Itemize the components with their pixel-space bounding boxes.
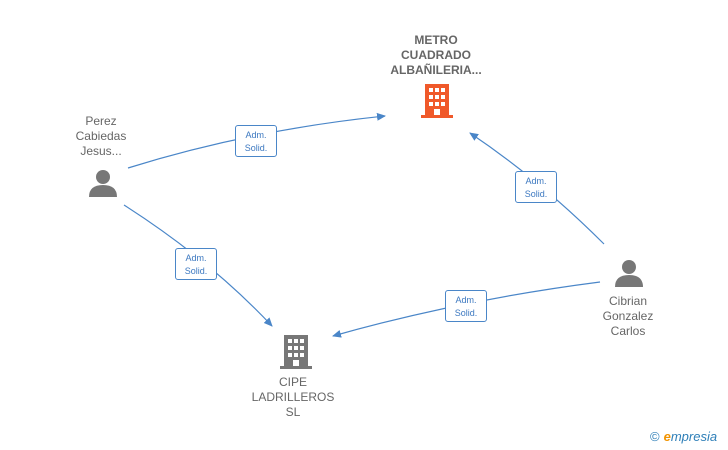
node-label-line: ALBAÑILERIA... [390,63,482,77]
edge-badge-line: Adm. [245,130,267,140]
building-icon[interactable] [421,84,453,118]
node-label-line: SL [285,405,301,419]
person-icon[interactable] [614,259,644,287]
node-label-cibrian-gonzalez[interactable]: Cibrian Gonzalez Carlos [588,294,668,339]
copyright-symbol: © [650,429,660,444]
edge-badge-perez-metro[interactable]: Adm. Solid. [235,125,277,157]
node-label-line: Jesus... [80,144,122,158]
node-label-line: Carlos [610,324,646,338]
edge-badge-line: Adm. [525,176,547,186]
edge-badge-cibrian-cipe[interactable]: Adm. Solid. [445,290,487,322]
node-label-line: METRO [414,33,458,47]
edge-badge-line: Solid. [524,189,548,199]
node-label-line: Perez [85,114,117,128]
edge-badge-cibrian-metro[interactable]: Adm. Solid. [515,171,557,203]
edge-badge-line: Solid. [244,143,268,153]
edge-badge-line: Solid. [454,308,478,318]
person-icon[interactable] [88,169,118,197]
brand-name: mpresia [670,429,718,444]
edge-badge-perez-cipe[interactable]: Adm. Solid. [175,248,217,280]
node-label-line: CUADRADO [401,48,471,62]
node-label-perez-cabiedas[interactable]: Perez Cabiedas Jesus... [60,114,142,159]
node-label-line: Gonzalez [602,309,654,323]
edge-badge-line: Adm. [455,295,477,305]
brand-initial: e [663,429,671,444]
edge-badge-line: Adm. [185,253,207,263]
node-label-line: CIPE [278,375,307,389]
node-label-cipe-ladrilleros[interactable]: CIPE LADRILLEROS SL [240,375,346,420]
node-label-line: Cabiedas [75,129,127,143]
brand-logo: ©empresia [650,429,717,444]
building-icon[interactable] [280,335,312,369]
edge-badge-line: Solid. [184,266,208,276]
node-label-line: Cibrian [608,294,647,308]
node-label-metro-cuadrado[interactable]: METRO CUADRADO ALBAÑILERIA... [370,33,502,78]
node-label-line: LADRILLEROS [251,390,335,404]
